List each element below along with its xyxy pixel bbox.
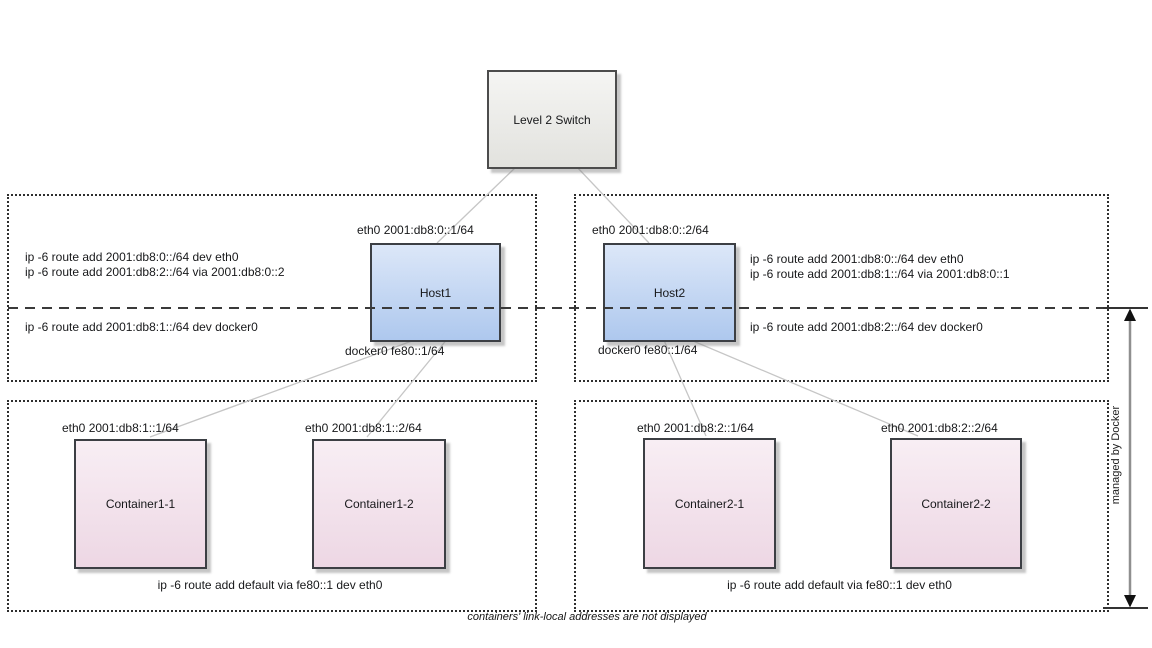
host1-route-via: ip -6 route add 2001:db8:2::/64 via 2001… bbox=[25, 265, 285, 279]
link-host2-container2-2 bbox=[685, 337, 919, 437]
host1-node: Host1 bbox=[370, 243, 501, 342]
container1-1-node: Container1-1 bbox=[74, 439, 207, 569]
group2-default-route: ip -6 route add default via fe80::1 dev … bbox=[727, 578, 952, 592]
managed-by-docker-label: managed by Docker bbox=[1110, 405, 1122, 505]
host2-node: Host2 bbox=[603, 243, 736, 342]
host1-eth0-label: eth0 2001:db8:0::1/64 bbox=[357, 223, 474, 237]
container1-2-eth0-label: eth0 2001:db8:1::2/64 bbox=[305, 421, 422, 435]
host2-label: Host2 bbox=[653, 285, 686, 300]
host1-routes-lower: ip -6 route add 2001:db8:1::/64 dev dock… bbox=[25, 320, 258, 335]
host2-route-eth0: ip -6 route add 2001:db8:0::/64 dev eth0 bbox=[750, 252, 964, 266]
host2-routes-lower: ip -6 route add 2001:db8:2::/64 dev dock… bbox=[750, 320, 983, 335]
container2-1-node: Container2-1 bbox=[643, 438, 776, 569]
link-host2-container2-1 bbox=[662, 337, 707, 437]
host2-containers-boundary bbox=[574, 400, 1109, 612]
host2-eth0-label: eth0 2001:db8:0::2/64 bbox=[592, 223, 709, 237]
container1-1-eth0-label: eth0 2001:db8:1::1/64 bbox=[62, 421, 179, 435]
container2-1-label: Container2-1 bbox=[674, 496, 745, 511]
group1-default-route: ip -6 route add default via fe80::1 dev … bbox=[157, 578, 383, 592]
container2-2-eth0-label: eth0 2001:db8:2::2/64 bbox=[881, 421, 998, 435]
container1-2-label: Container1-2 bbox=[344, 497, 414, 511]
host1-routes-upper: ip -6 route add 2001:db8:0::/64 dev eth0… bbox=[25, 250, 285, 280]
host1-route-eth0: ip -6 route add 2001:db8:0::/64 dev eth0 bbox=[25, 250, 239, 264]
link-host1-container1-1 bbox=[149, 337, 421, 438]
link-host1-container1-2 bbox=[366, 337, 449, 438]
footnote: containers' link-local addresses are not… bbox=[467, 611, 707, 623]
host2-route-docker0: ip -6 route add 2001:db8:2::/64 dev dock… bbox=[750, 320, 983, 334]
level2-switch-label: Level 2 Switch bbox=[513, 112, 591, 127]
container2-2-label: Container2-2 bbox=[921, 496, 991, 511]
host2-network-boundary bbox=[574, 194, 1109, 382]
host2-route-via: ip -6 route add 2001:db8:1::/64 via 2001… bbox=[750, 267, 1010, 281]
level2-switch-node: Level 2 Switch bbox=[487, 70, 617, 169]
container2-2-node: Container2-2 bbox=[890, 438, 1022, 569]
host2-docker0-label: docker0 fe80::1/64 bbox=[598, 343, 698, 357]
container2-1-eth0-label: eth0 2001:db8:2::1/64 bbox=[637, 421, 754, 435]
host1-containers-boundary bbox=[7, 400, 537, 612]
host2-routes-upper: ip -6 route add 2001:db8:0::/64 dev eth0… bbox=[750, 252, 1010, 282]
host1-network-boundary bbox=[7, 194, 537, 382]
link-switch-host2 bbox=[575, 165, 650, 244]
host1-label: Host1 bbox=[419, 285, 452, 300]
container1-1-label: Container1-1 bbox=[105, 497, 176, 511]
container1-2-node: Container1-2 bbox=[312, 439, 446, 569]
host1-route-docker0: ip -6 route add 2001:db8:1::/64 dev dock… bbox=[25, 320, 258, 334]
link-switch-host1 bbox=[436, 165, 518, 244]
host1-docker0-label: docker0 fe80::1/64 bbox=[345, 344, 445, 358]
